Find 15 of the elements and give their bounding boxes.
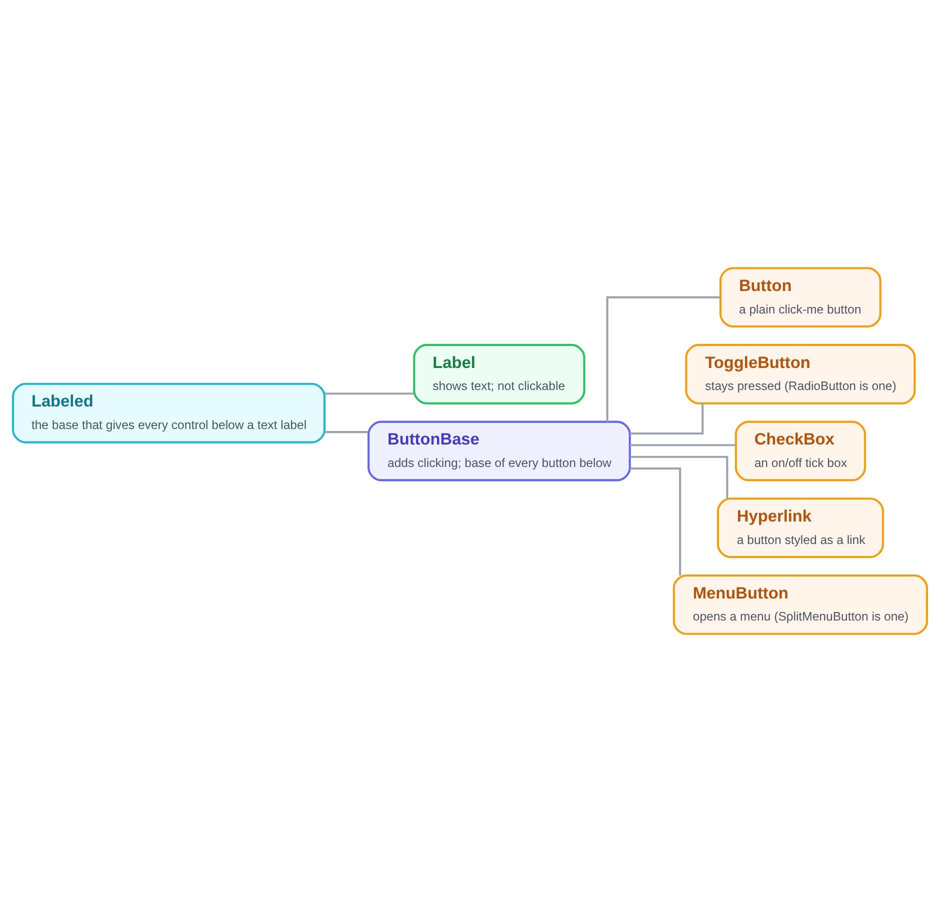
- node-box: ToggleButton stays pressed (RadioButton is one): [685, 344, 916, 404]
- connector: [630, 444, 736, 446]
- node-box: Hyperlink a button styled as a link: [716, 498, 884, 558]
- node-box: Button a plain click-me button: [720, 267, 882, 328]
- node-box: ButtonBase adds clicking; base of every button below: [368, 420, 631, 482]
- connector: [630, 468, 682, 576]
- connector: [630, 403, 704, 434]
- node-box: MenuButton opens a menu (SplitMenuButton is one): [672, 574, 928, 635]
- connector: [324, 392, 414, 395]
- node-box: CheckBox an on/off tick box: [734, 420, 866, 482]
- connector: [606, 296, 720, 422]
- node-box: Label shows text; not clickable: [413, 344, 586, 404]
- connector: [630, 456, 728, 499]
- node-box: Labeled the base that gives every control below a text label: [12, 382, 326, 444]
- connector: [324, 431, 368, 434]
